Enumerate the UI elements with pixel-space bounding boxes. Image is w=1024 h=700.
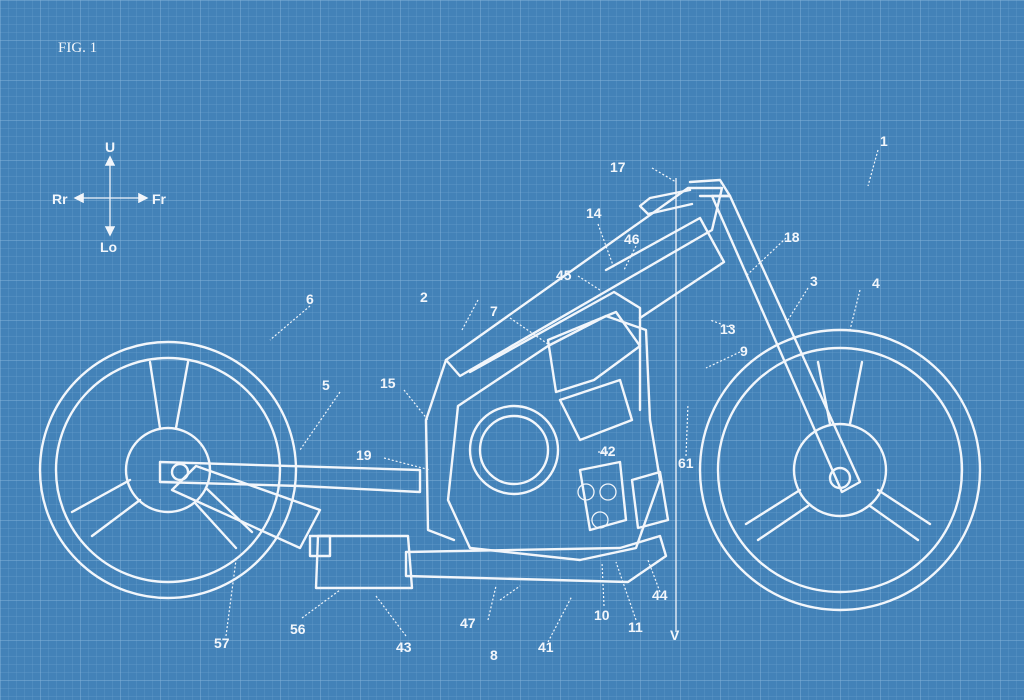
engine <box>446 310 670 562</box>
label-5: 5 <box>322 377 330 393</box>
label-10: 10 <box>594 607 610 623</box>
label-17: 17 <box>610 159 626 175</box>
axis-down-label: Lo <box>100 239 117 255</box>
direction-indicator: U Lo Rr Fr <box>52 139 167 255</box>
label-6: 6 <box>306 291 314 307</box>
swing-arm <box>158 460 422 558</box>
leader-lines <box>225 149 879 643</box>
label-14: 14 <box>586 205 602 221</box>
label-15: 15 <box>380 375 396 391</box>
label-V: V <box>670 627 680 643</box>
axis-up-label: U <box>105 139 115 155</box>
label-41: 41 <box>538 639 554 655</box>
label-46: 46 <box>624 231 640 247</box>
label-44: 44 <box>652 587 668 603</box>
label-43: 43 <box>396 639 412 655</box>
label-1: 1 <box>880 133 888 149</box>
label-45: 45 <box>556 267 572 283</box>
label-13: 13 <box>720 321 736 337</box>
label-47: 47 <box>460 615 476 631</box>
label-8: 8 <box>490 647 498 663</box>
label-56: 56 <box>290 621 306 637</box>
label-7: 7 <box>490 303 498 319</box>
label-2: 2 <box>420 289 428 305</box>
label-9: 9 <box>740 343 748 359</box>
label-18: 18 <box>784 229 800 245</box>
label-61: 61 <box>678 455 694 471</box>
front-wheel <box>698 328 982 612</box>
label-42: 42 <box>600 443 616 459</box>
figure-title: FIG. 1 <box>58 40 97 56</box>
label-4: 4 <box>872 275 880 291</box>
label-19: 19 <box>356 447 372 463</box>
front-fork <box>710 194 862 494</box>
exhaust <box>314 534 668 590</box>
axis-front-label: Fr <box>152 191 167 207</box>
label-11: 11 <box>628 619 643 635</box>
label-3: 3 <box>810 273 818 289</box>
label-57: 57 <box>214 635 230 651</box>
axis-rear-label: Rr <box>52 191 68 207</box>
rear-wheel <box>38 340 298 600</box>
reference-numerals: 1 2 3 4 5 6 7 8 9 10 11 13 14 15 17 18 1… <box>214 133 888 663</box>
